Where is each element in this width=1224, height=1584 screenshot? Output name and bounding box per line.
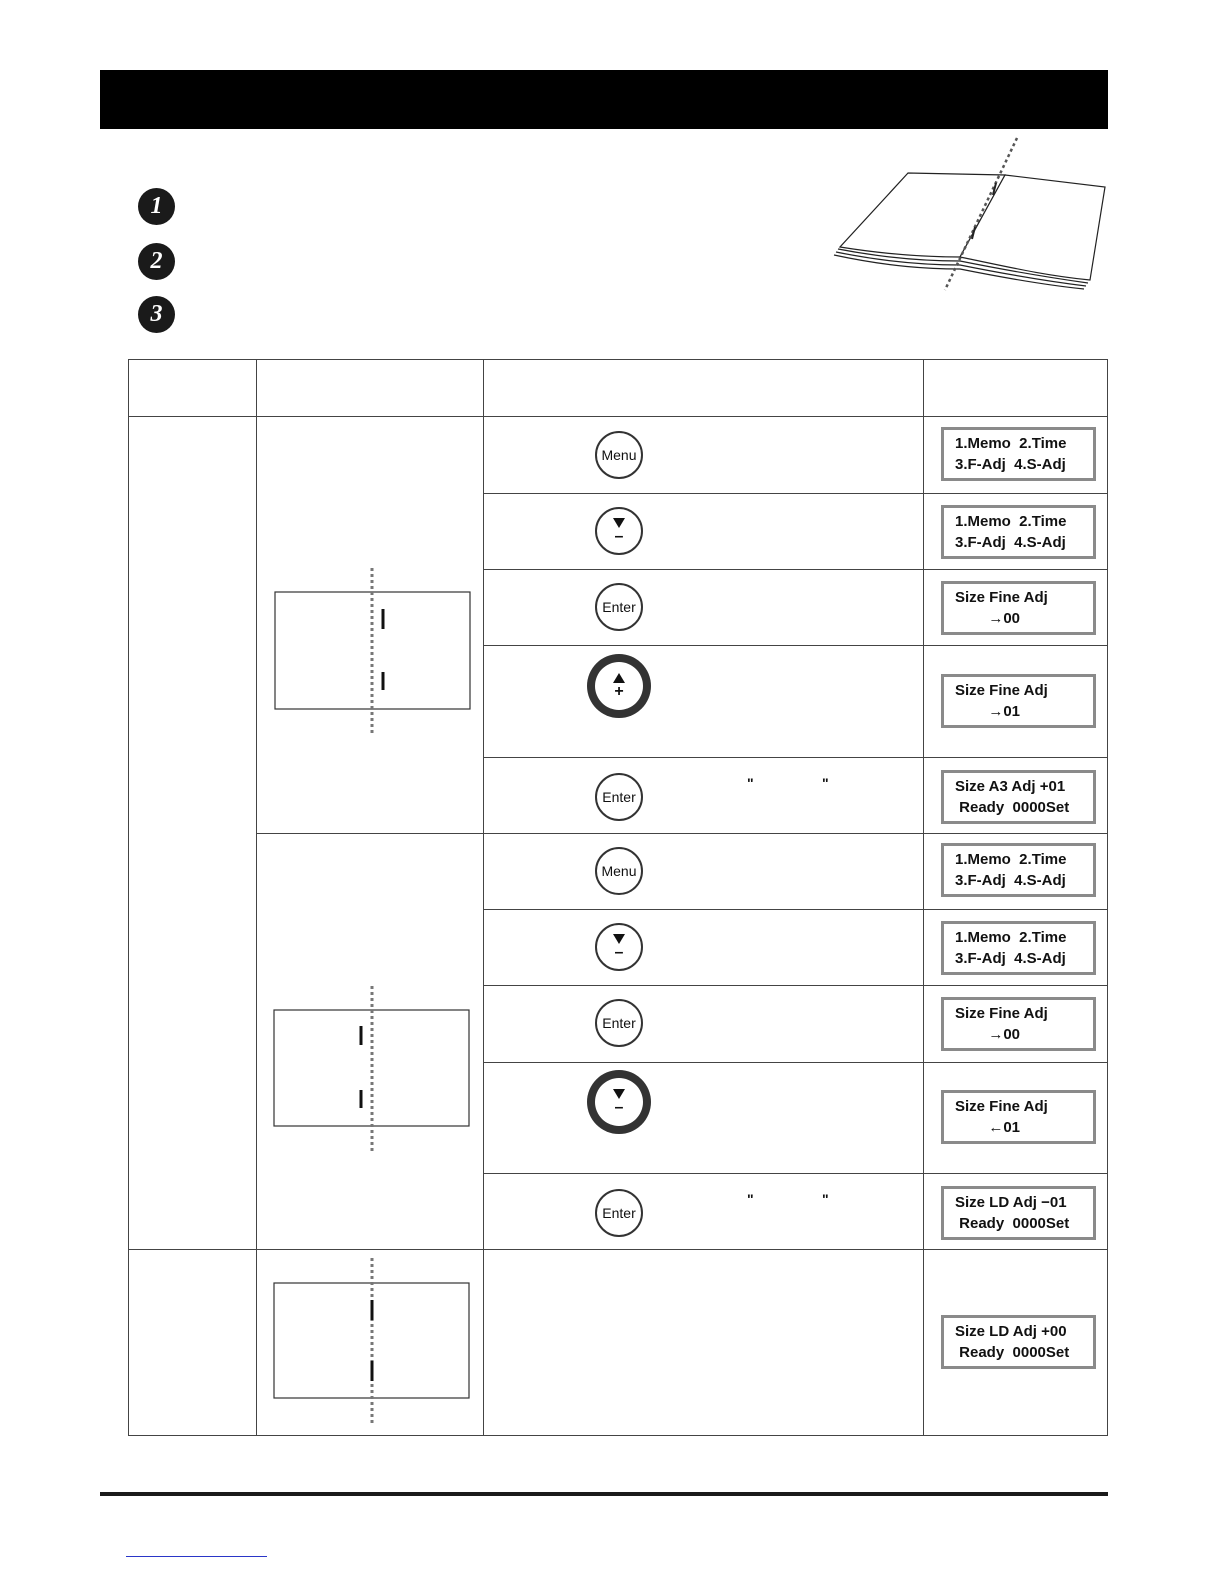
lcd-display: Size A3 Adj +01 Ready 0000Set bbox=[941, 770, 1096, 824]
footer-link-underline[interactable] bbox=[126, 1556, 267, 1557]
lcd-display: Size Fine Adj →01 bbox=[941, 674, 1096, 728]
menu-button[interactable]: Menu bbox=[595, 847, 643, 895]
triangle-down-icon bbox=[613, 933, 625, 944]
minus-label: – bbox=[614, 1098, 624, 1116]
fold-diagram-icon bbox=[273, 1258, 470, 1424]
step-badge-2: 2 bbox=[138, 243, 175, 280]
down-minus-button[interactable]: – bbox=[595, 923, 643, 971]
quote-mark: " bbox=[747, 1191, 754, 1207]
enter-button[interactable]: Enter bbox=[595, 1189, 643, 1237]
minus-label: – bbox=[614, 943, 624, 961]
lcd-display: Size LD Adj −01 Ready 0000Set bbox=[941, 1186, 1096, 1240]
menu-button[interactable]: Menu bbox=[595, 431, 643, 479]
fold-diagram-icon bbox=[274, 568, 471, 734]
triangle-down-icon bbox=[613, 517, 625, 528]
instruction-table bbox=[128, 359, 1108, 1436]
lcd-display: Size LD Adj +00 Ready 0000Set bbox=[941, 1315, 1096, 1369]
minus-label: – bbox=[614, 527, 624, 545]
quote-mark: " bbox=[747, 775, 754, 791]
enter-button[interactable]: Enter bbox=[595, 999, 643, 1047]
quote-mark: " bbox=[822, 1191, 829, 1207]
fold-diagram-icon bbox=[273, 986, 470, 1152]
step-badge-1: 1 bbox=[138, 188, 175, 225]
open-booklet-icon bbox=[833, 137, 1106, 291]
lcd-display: Size Fine Adj →00 bbox=[941, 581, 1096, 635]
plus-label: + bbox=[614, 682, 624, 700]
lcd-display: Size Fine Adj →00 bbox=[941, 997, 1096, 1051]
up-plus-button[interactable]: + bbox=[587, 654, 651, 718]
enter-button[interactable]: Enter bbox=[595, 583, 643, 631]
enter-button[interactable]: Enter bbox=[595, 773, 643, 821]
down-minus-button-highlighted[interactable]: – bbox=[587, 1070, 651, 1134]
down-minus-button[interactable]: – bbox=[595, 507, 643, 555]
lcd-display: Size Fine Adj ←01 bbox=[941, 1090, 1096, 1144]
triangle-up-icon bbox=[613, 672, 625, 683]
step-badge-3: 3 bbox=[138, 296, 175, 333]
header-bar bbox=[100, 70, 1108, 129]
triangle-down-icon bbox=[613, 1088, 625, 1099]
footer-rule bbox=[100, 1492, 1108, 1496]
quote-mark: " bbox=[822, 775, 829, 791]
